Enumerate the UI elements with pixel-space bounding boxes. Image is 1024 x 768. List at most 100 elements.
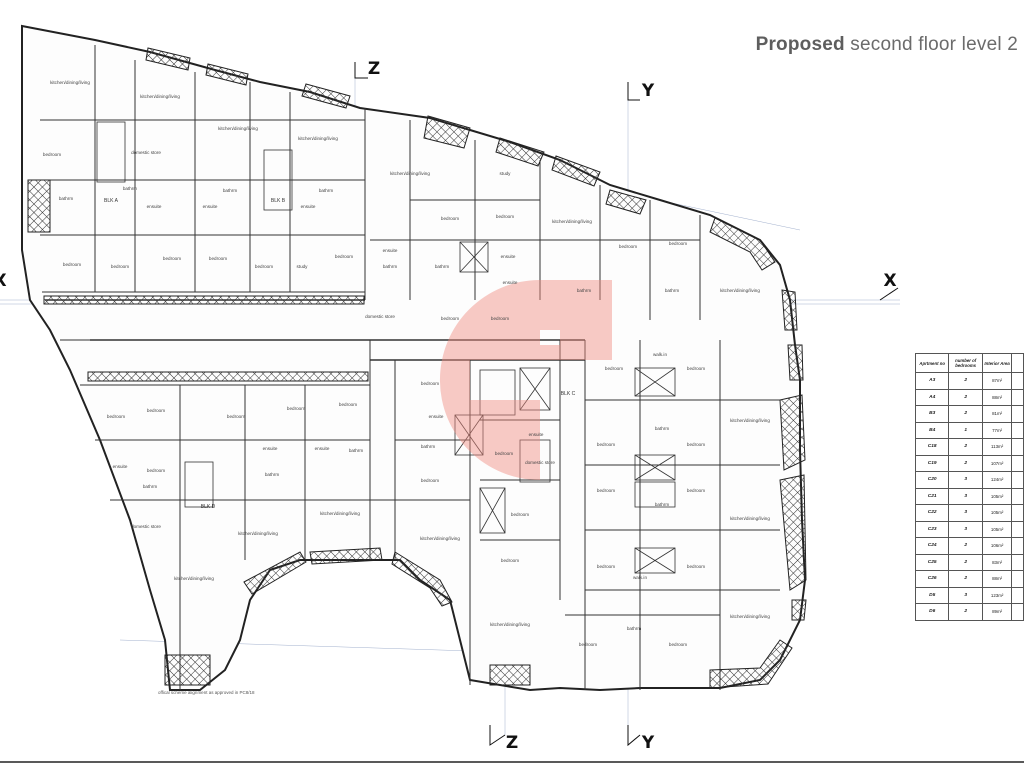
apartment-schedule-table: Aprtment no number of bedrooms Interior … — [914, 353, 1024, 621]
room-label: bathrm — [59, 196, 73, 201]
room-label: kitchen/dining/living — [320, 511, 360, 516]
room-label: domestic store — [365, 314, 395, 319]
area-cell: 81m² — [981, 405, 1013, 423]
block-c-label: BLK C — [561, 391, 576, 397]
bedrooms-cell: 3 — [948, 504, 983, 522]
room-label: bedroom — [501, 558, 519, 563]
room-label: ensuite — [301, 204, 316, 209]
room-label: bedroom — [687, 564, 705, 569]
interior-walls — [40, 45, 780, 690]
room-label: kitchen/dining/living — [730, 614, 770, 619]
alignment-note: offical scheme alignment as approved in … — [158, 690, 255, 695]
room-label: ensuite — [315, 446, 330, 451]
room-label: kitchen/dining/living — [50, 80, 90, 85]
extra-cell — [1011, 487, 1024, 505]
table-header-row: Aprtment no number of bedrooms Interior … — [914, 353, 1024, 373]
logo-watermark — [439, 280, 612, 480]
area-cell: 88m² — [981, 570, 1013, 588]
area-cell: 105m² — [981, 520, 1013, 538]
bedrooms-cell: 3 — [948, 586, 983, 604]
room-label: walk.in — [653, 352, 667, 357]
extra-cell — [1011, 471, 1024, 489]
axis-x-left: X — [0, 271, 7, 291]
room-label: bathrm — [655, 426, 669, 431]
room-label: bedroom — [339, 402, 357, 407]
room-label: bedroom — [147, 408, 165, 413]
extra-cell — [1011, 537, 1024, 555]
bedrooms-cell: 3 — [948, 487, 983, 505]
room-label: kitchen/dining/living — [390, 171, 430, 176]
room-label: bedroom — [687, 488, 705, 493]
apartment-no-cell: C24 — [914, 537, 950, 555]
block-d-label: BLK D — [201, 504, 216, 510]
room-label: kitchen/dining/living — [174, 576, 214, 581]
room-label: bathrm — [265, 472, 279, 477]
bedrooms-cell: 2 — [948, 570, 983, 588]
block-b-label: BLK B — [271, 198, 286, 204]
apartment-no-cell: C21 — [914, 487, 950, 505]
extra-cell — [1011, 454, 1024, 472]
bedrooms-cell: 2 — [948, 454, 983, 472]
title-bold: Proposed — [755, 34, 845, 55]
room-label: bedroom — [163, 256, 181, 261]
area-cell: 77m² — [981, 421, 1013, 439]
axis-markers — [354, 62, 899, 747]
block-a-label: BLK A — [104, 198, 119, 204]
apartment-no-cell: A3 — [914, 372, 950, 390]
room-label: bedroom — [335, 254, 353, 259]
table-header: Aprtment no — [914, 353, 950, 373]
room-label: bedroom — [421, 478, 439, 483]
room-label: bedroom — [255, 264, 273, 269]
room-label: bedroom — [597, 442, 615, 447]
room-label: bathrm — [123, 186, 137, 191]
bedrooms-cell: 2 — [948, 438, 983, 456]
room-label: kitchen/dining/living — [298, 136, 338, 141]
room-label: ensuite — [501, 254, 516, 259]
room-label: bedroom — [43, 152, 61, 157]
apartment-no-cell: C26 — [914, 570, 950, 588]
apartment-no-cell: B4 — [914, 421, 950, 439]
room-label: bedroom — [287, 406, 305, 411]
room-label: bedroom — [597, 488, 615, 493]
room-label: walk.in — [633, 575, 647, 580]
apartment-no-cell: C23 — [914, 520, 950, 538]
title-rest: second floor level 2 — [844, 34, 1018, 55]
room-label: bedroom — [491, 316, 509, 321]
area-cell: 113m² — [981, 438, 1013, 456]
room-label: kitchen/dining/living — [140, 94, 180, 99]
room-label: bedroom — [579, 642, 597, 647]
apartment-no-cell: C19 — [914, 454, 950, 472]
room-label: ensuite — [429, 414, 444, 419]
room-label: bathrm — [143, 484, 157, 489]
extra-cell — [1011, 586, 1024, 604]
room-label: bedroom — [496, 214, 514, 219]
room-label: ensuite — [383, 248, 398, 253]
area-cell: 83m² — [981, 553, 1013, 571]
apartment-no-cell: A4 — [914, 388, 950, 406]
extra-cell — [1011, 570, 1024, 588]
room-label: bathrm — [577, 288, 591, 293]
room-label: domestic store — [131, 150, 161, 155]
extra-cell — [1011, 504, 1024, 522]
room-label: bathrm — [223, 188, 237, 193]
room-label: ensuite — [529, 432, 544, 437]
extra-cell — [1011, 405, 1024, 423]
room-label: study — [500, 171, 512, 176]
room-label: bedroom — [441, 316, 459, 321]
apartment-no-cell: C18 — [914, 438, 950, 456]
room-label: bedroom — [421, 381, 439, 386]
area-cell: 89m² — [981, 603, 1013, 621]
axis-y-top: Y — [641, 81, 655, 101]
room-label: ensuite — [503, 280, 518, 285]
